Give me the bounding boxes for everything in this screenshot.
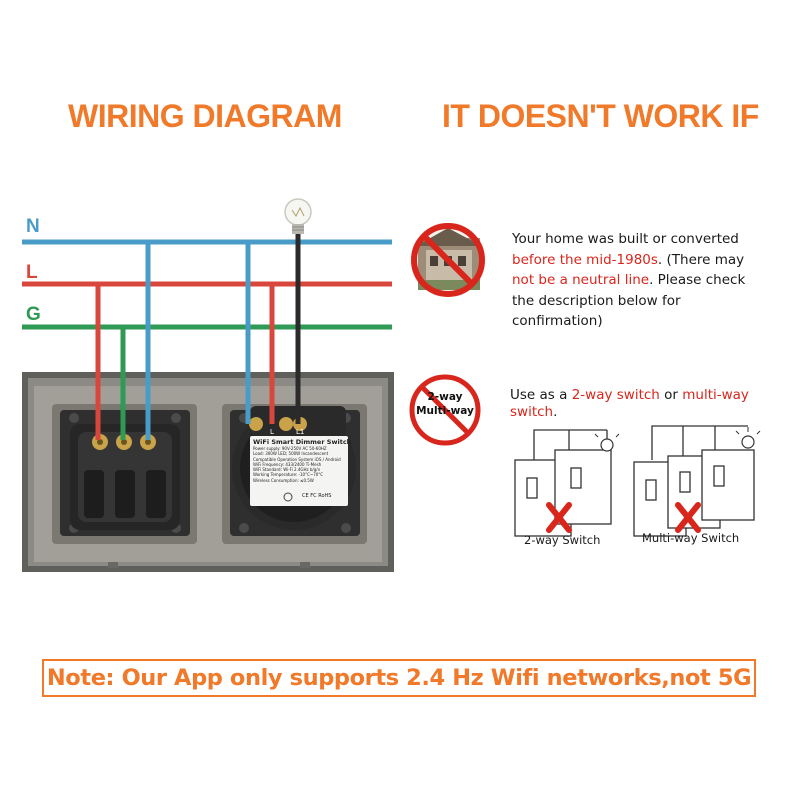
note-text: Note: Our App only supports 2.4 Hz Wifi … bbox=[46, 665, 752, 691]
multi-way-text-b: or bbox=[659, 387, 683, 403]
sign-label-2-way: 2-way bbox=[427, 391, 463, 403]
two-way-cross-icon bbox=[546, 502, 572, 533]
no-neutral-description: Your home was built or converted before … bbox=[512, 229, 762, 332]
module-title: WiFi Smart Dimmer Switch bbox=[253, 438, 352, 446]
module-cert: CE FC RoHS bbox=[302, 493, 332, 499]
two-way-bulb-icon bbox=[594, 431, 620, 452]
wires bbox=[22, 232, 392, 440]
ground-label: G bbox=[26, 304, 41, 325]
neutral-label: N bbox=[26, 216, 40, 237]
no-neutral-text-a: Your home was built or converted bbox=[512, 231, 739, 247]
module-spec-line: Working Temperature: -10°C~70°C bbox=[253, 472, 324, 478]
module-spec-line: Load: 300W LED; 500W Incandescent bbox=[253, 451, 329, 457]
multi-way-text-c: . bbox=[553, 404, 558, 420]
socket-mechanism bbox=[70, 424, 180, 530]
dimmer-module bbox=[232, 406, 356, 530]
no-neutral-text-c: . Please check the description below for… bbox=[512, 272, 746, 329]
doesnt-work-heading: IT DOESN'T WORK IF bbox=[442, 98, 759, 134]
no-neutral-highlight-b: not be a neutral line bbox=[512, 272, 650, 288]
two-way-caption: 2-way Switch bbox=[524, 533, 601, 547]
no-neutral-text-b: . (There may bbox=[657, 251, 745, 268]
multi-way-highlight-b: multi-way switch bbox=[510, 387, 749, 420]
multi-way-description: Use as a 2-way switch or multi-way switc… bbox=[510, 387, 770, 421]
sign-label-multi-way: Multi-way bbox=[416, 405, 474, 417]
multi-way-caption: Multi-way Switch bbox=[642, 531, 740, 545]
multi-way-highlight-a: 2-way switch bbox=[571, 387, 660, 403]
terminal-l-label: L bbox=[270, 428, 274, 436]
terminal-l1-label: L1 bbox=[296, 428, 305, 436]
multi-way-bulb-icon bbox=[735, 427, 761, 449]
multi-way-switch-diagram bbox=[633, 425, 755, 537]
no-neutral-highlight-a: before the mid-1980s bbox=[512, 251, 658, 268]
live-label: L bbox=[26, 262, 38, 283]
module-spec-line: Compatible Operation System iOS / Androi… bbox=[253, 456, 341, 462]
no-old-house-icon bbox=[411, 223, 485, 297]
module-spec-line: WiFi Standard: Wi-Fi 2.4GHz b/g/n bbox=[253, 467, 321, 473]
module-spec-line: Power supply: 90V-250V AC 50-60HZ bbox=[253, 446, 327, 451]
module-spec-line: WiFi Frequency: 433/2400 Ti-Mesh bbox=[253, 461, 322, 467]
bulb-icon bbox=[284, 198, 312, 234]
module-specs: Power supply: 90V-250V AC 50-60HZ Load: … bbox=[253, 446, 347, 483]
note-box: Note: Our App only supports 2.4 Hz Wifi … bbox=[42, 659, 756, 697]
multi-way-text-a: Use as a bbox=[510, 387, 572, 403]
wiring-diagram-heading: WIRING DIAGRAM bbox=[68, 98, 342, 134]
multi-way-cross-icon bbox=[675, 502, 701, 533]
no-multi-way-icon bbox=[409, 374, 481, 446]
module-spec-line: Wireless Consumption: ≤0.5W bbox=[253, 477, 314, 483]
